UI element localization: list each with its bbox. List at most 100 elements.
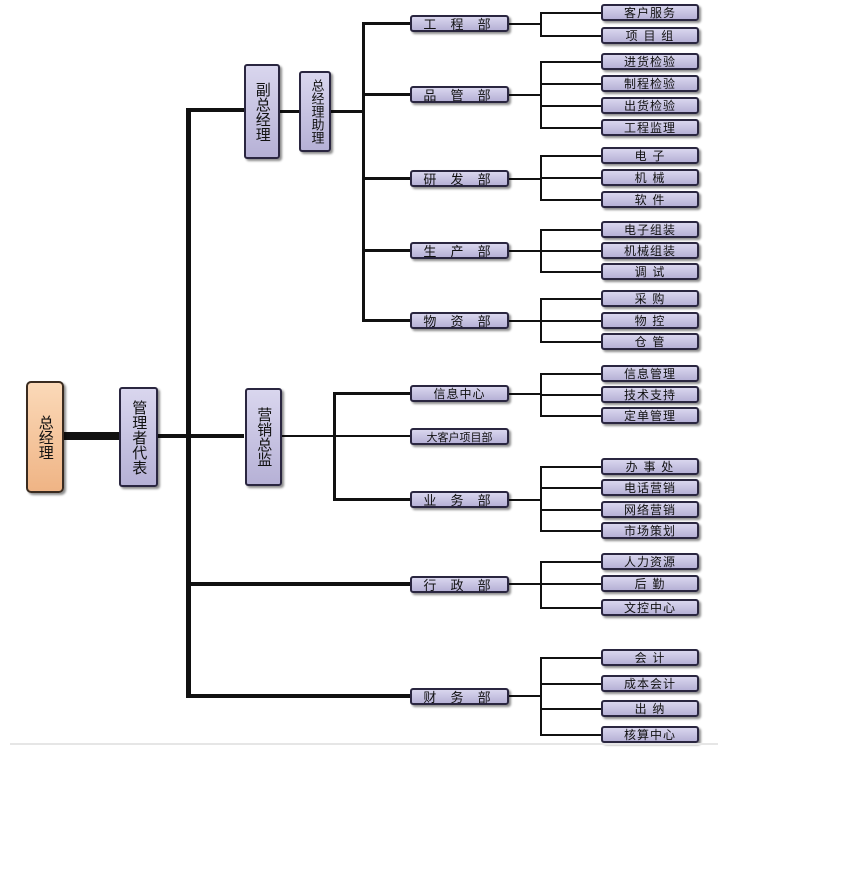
- connector-spine-sales: [186, 434, 244, 438]
- dept-info-center: 信息中心: [410, 385, 509, 402]
- connector-info-units: [508, 393, 541, 395]
- vice-general-manager-box: 副总经理: [244, 64, 280, 159]
- unit-accounting: 会 计: [601, 649, 699, 666]
- tick-materials-1: [540, 298, 602, 300]
- tick-quality-2: [540, 83, 602, 85]
- tick-materials-2: [540, 320, 602, 322]
- unit-information-management: 信息管理: [601, 365, 699, 382]
- sales-director-box: 营销总监: [245, 388, 282, 486]
- unit-process-inspection: 制程检验: [601, 75, 699, 92]
- connector-production: [362, 249, 411, 252]
- connector-assistant-spine: [330, 110, 364, 113]
- tick-rnd-3: [540, 199, 602, 201]
- unit-telemarketing: 电话营销: [601, 479, 699, 496]
- unit-logistics: 后 勤: [601, 575, 699, 592]
- management-representative-box: 管理者代表: [119, 387, 158, 487]
- connector-key-accounts: [333, 435, 411, 437]
- connector-materials-units: [508, 320, 541, 322]
- tick-admin-3: [540, 607, 602, 609]
- connector-sales-spine: [281, 435, 335, 437]
- bracket-business: [540, 466, 542, 531]
- unit-incoming-inspection: 进货检验: [601, 53, 699, 70]
- dept-key-accounts: 大客户项目部: [410, 428, 509, 445]
- unit-order-management: 定单管理: [601, 407, 699, 424]
- bracket-finance: [540, 657, 542, 735]
- unit-accounting-center: 核算中心: [601, 726, 699, 743]
- connector-vp-assistant: [279, 110, 299, 113]
- unit-customer-service: 客户服务: [601, 4, 699, 21]
- tick-finance-1: [540, 657, 602, 659]
- connector-business: [333, 498, 411, 501]
- connector-spine-admin: [186, 582, 411, 586]
- unit-warehouse: 仓 管: [601, 333, 699, 350]
- dept-production: 生 产 部: [410, 242, 509, 260]
- tick-business-3: [540, 509, 602, 511]
- unit-software: 软 件: [601, 191, 699, 208]
- tick-finance-3: [540, 708, 602, 710]
- tick-finance-2: [540, 683, 602, 685]
- dept-engineering: 工 程 部: [410, 15, 509, 33]
- tick-finance-4: [540, 734, 602, 736]
- tick-info-1: [540, 373, 602, 375]
- tick-admin-2: [540, 583, 602, 585]
- tick-business-1: [540, 466, 602, 468]
- tick-business-2: [540, 487, 602, 489]
- unit-material-control: 物 控: [601, 312, 699, 329]
- unit-mechanical-assembly: 机械组装: [601, 242, 699, 259]
- dept-materials: 物 资 部: [410, 312, 509, 330]
- connector-root-rep: [62, 432, 120, 440]
- unit-electronics: 电 子: [601, 147, 699, 164]
- tick-engineering-1: [540, 12, 602, 14]
- tick-production-2: [540, 250, 602, 252]
- tick-materials-3: [540, 341, 602, 343]
- tick-quality-4: [540, 127, 602, 129]
- tick-engineering-2: [540, 35, 602, 37]
- bracket-quality: [540, 61, 542, 128]
- tick-quality-3: [540, 105, 602, 107]
- connector-info-center: [333, 392, 411, 395]
- connector-admin-units: [508, 583, 541, 585]
- connector-rnd: [362, 177, 411, 180]
- unit-technical-support: 技术支持: [601, 386, 699, 403]
- tick-rnd-1: [540, 155, 602, 157]
- unit-cashier: 出 纳: [601, 700, 699, 717]
- dept-rnd: 研 发 部: [410, 170, 509, 188]
- dept-quality: 品 管 部: [410, 86, 509, 104]
- connector-quality: [362, 93, 411, 96]
- unit-mechanics: 机 械: [601, 169, 699, 186]
- tick-production-1: [540, 229, 602, 231]
- dept-admin: 行 政 部: [410, 576, 509, 594]
- tick-production-3: [540, 271, 602, 273]
- tick-info-3: [540, 415, 602, 417]
- unit-office: 办 事 处: [601, 458, 699, 475]
- tick-rnd-2: [540, 177, 602, 179]
- connector-spine-finance: [186, 694, 411, 698]
- unit-debugging: 调 试: [601, 263, 699, 280]
- tick-quality-1: [540, 61, 602, 63]
- tick-admin-1: [540, 561, 602, 563]
- tick-info-2: [540, 394, 602, 396]
- connector-materials: [362, 319, 411, 322]
- sales-dept-spine: [333, 392, 336, 500]
- connector-quality-units: [508, 94, 541, 96]
- main-spine: [186, 108, 191, 698]
- unit-engineering-supervision: 工程监理: [601, 119, 699, 136]
- unit-cost-accounting: 成本会计: [601, 675, 699, 692]
- unit-human-resources: 人力资源: [601, 553, 699, 570]
- connector-engineering: [362, 22, 411, 25]
- tick-business-4: [540, 530, 602, 532]
- unit-project-team: 项 目 组: [601, 27, 699, 44]
- bracket-engineering: [540, 12, 542, 36]
- unit-electronic-assembly: 电子组装: [601, 221, 699, 238]
- connector-finance-units: [508, 695, 541, 697]
- connector-rnd-units: [508, 178, 541, 180]
- unit-outgoing-inspection: 出货检验: [601, 97, 699, 114]
- unit-purchasing: 采 购: [601, 290, 699, 307]
- connector-business-units: [508, 499, 541, 501]
- connector-rep-spine: [157, 434, 190, 438]
- unit-document-control: 文控中心: [601, 599, 699, 616]
- dept-finance: 财 务 部: [410, 688, 509, 706]
- bottom-divider: [10, 743, 718, 745]
- unit-marketing-planning: 市场策划: [601, 522, 699, 539]
